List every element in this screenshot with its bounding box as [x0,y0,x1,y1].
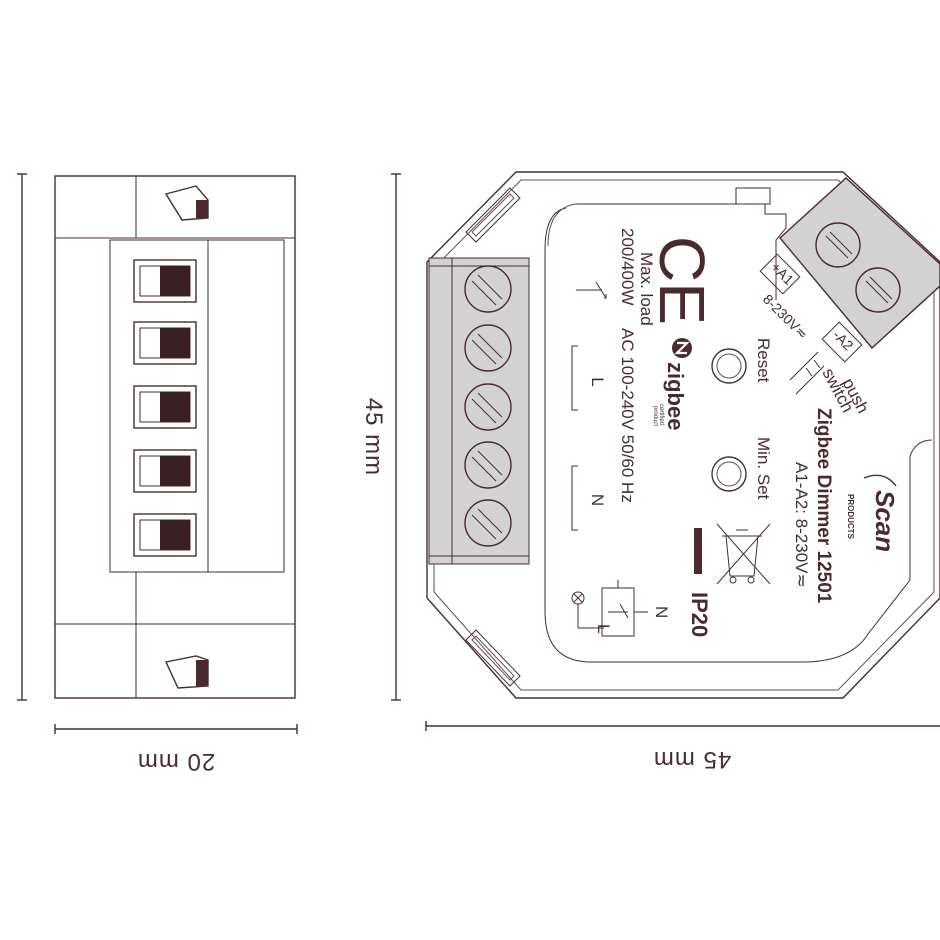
control-screw-1 [815,222,861,268]
zigbee-label: zigbee [663,362,688,430]
side-view-body [54,175,296,699]
max-load-title: Max. load [637,252,656,326]
brand-swoosh-icon [863,474,897,487]
ip-rating: IP20 [687,592,712,637]
side-view-top-clip [164,185,209,221]
brand-logo: Scan PRODUCTS [846,474,900,552]
terminal-screw-5 [464,499,512,547]
brand-sub: PRODUCTS [846,494,855,540]
push-switch-symbol [789,351,825,395]
terminal-n-label: N [588,494,607,506]
reset-label: Reset [754,338,773,383]
side-view-contact-1 [133,259,197,303]
height-label: 45 mm [360,398,387,476]
front-view: L N Max. load 200/400W AC 100-240V 50/60… [425,171,940,773]
terminal-l-label: L [588,377,607,386]
front-width-dimension-line [425,721,940,731]
side-width-label: 20 mm [137,748,215,775]
front-width-label: 45 mm [653,746,731,773]
side-view-contact-housing [109,239,285,573]
dimmer-output-symbol [576,281,607,299]
front-bottom-left-clip [465,629,521,687]
a2-terminal-tag [821,321,863,363]
side-view-contact-3 [133,385,197,429]
height-dimension: 45 mm [360,173,401,701]
front-view-body [426,171,940,699]
weee-bin-icon [716,523,771,585]
side-height-dimension-line [17,173,27,701]
control-terminal-block [779,177,940,350]
brand-name: Scan [870,490,900,552]
terminal-screw-3 [464,383,512,431]
terminal-screw-4 [464,441,512,489]
product-name: Zigbee Dimmer 12501 [813,408,834,604]
side-view: 20 mm [17,173,298,775]
terminal-screw-2 [464,324,512,372]
side-view-bottom-clip [164,655,209,689]
wiring-diagram [571,580,648,637]
product-spec: A1-A2: 8-230V≂ [792,462,811,588]
zigbee-certified-line2: product [652,406,658,426]
ce-mark: CE [646,236,718,325]
terminal-block [428,257,530,565]
front-inner-panel [544,203,933,663]
side-view-contact-4 [133,449,197,493]
supply-voltage: AC 100-240V 50/60 Hz [618,328,637,503]
max-load-value: 200/400W [618,228,637,306]
min-set-label: Min. Set [754,437,773,500]
zigbee-certified-line1: certified [658,404,664,425]
side-view-contact-5 [133,513,197,557]
min-set-button[interactable] [711,456,747,492]
terminal-screw-1 [464,265,512,313]
terminal-n-bracket [571,465,578,531]
front-top-right-clip [735,187,771,205]
control-screw-2 [855,267,901,313]
circuit-n-label: N [652,606,671,618]
reset-button[interactable] [711,348,747,384]
zigbee-logo: zigbee certified product [652,338,692,430]
rating-bar [694,528,702,574]
terminal-l-bracket [571,345,578,411]
circuit-l-label: L [594,624,613,633]
a2-terminal-label: -A2 [830,327,857,354]
side-width-dimension-line [54,724,298,734]
front-top-left-clip [465,187,521,243]
side-view-contact-2 [133,321,197,365]
a-voltage-label: 8-230V≂ [760,291,812,343]
a1-terminal-tag [759,253,801,295]
